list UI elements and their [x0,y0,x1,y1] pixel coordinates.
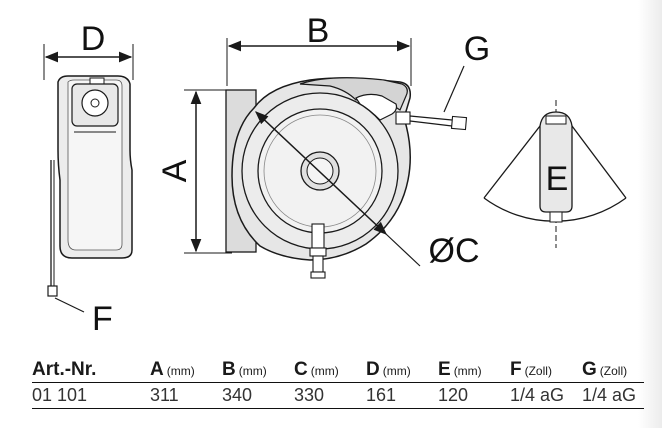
header-b: B(mm) [222,358,267,380]
header-art-nr: Art.-Nr. [32,358,97,380]
cell-art-nr: 01 101 [32,384,88,405]
specification-table: Art.-Nr. A(mm) B(mm) C(mm) D(mm) E(mm) F… [32,356,644,409]
technical-drawing: D F B A [43,12,627,338]
page-edge-shadow [638,0,662,428]
dimension-f-label: F [92,300,113,338]
header-e: E(mm) [438,358,482,380]
table-row: 01 101 311 340 330 161 120 1/4 aG 1/4 aG [32,382,644,408]
dimension-e-label: E [546,160,569,198]
dimension-g-label: G [464,30,490,68]
header-d: D(mm) [366,358,411,380]
header-c: C(mm) [294,358,339,380]
cell-f: 1/4 aG [510,384,565,405]
header-a: A(mm) [150,358,195,380]
cell-b: 340 [222,384,253,405]
swivel-view: E [483,100,627,248]
dimension-c-label: ØC [429,232,480,270]
front-view: B A G ØC [156,12,490,279]
dimension-d-label: D [81,20,106,58]
dimension-a-label: A [156,159,194,182]
header-g: G(Zoll) [582,358,628,380]
cell-c: 330 [294,384,325,405]
header-f: F(Zoll) [510,358,552,380]
cell-a: 311 [150,384,179,405]
cell-e: 120 [438,384,469,405]
table-header-row: Art.-Nr. A(mm) B(mm) C(mm) D(mm) E(mm) F… [32,356,644,382]
dimension-b-label: B [307,12,330,50]
side-view: D F [43,20,134,338]
cell-d: 161 [366,384,397,405]
cell-g: 1/4 aG [582,384,637,405]
